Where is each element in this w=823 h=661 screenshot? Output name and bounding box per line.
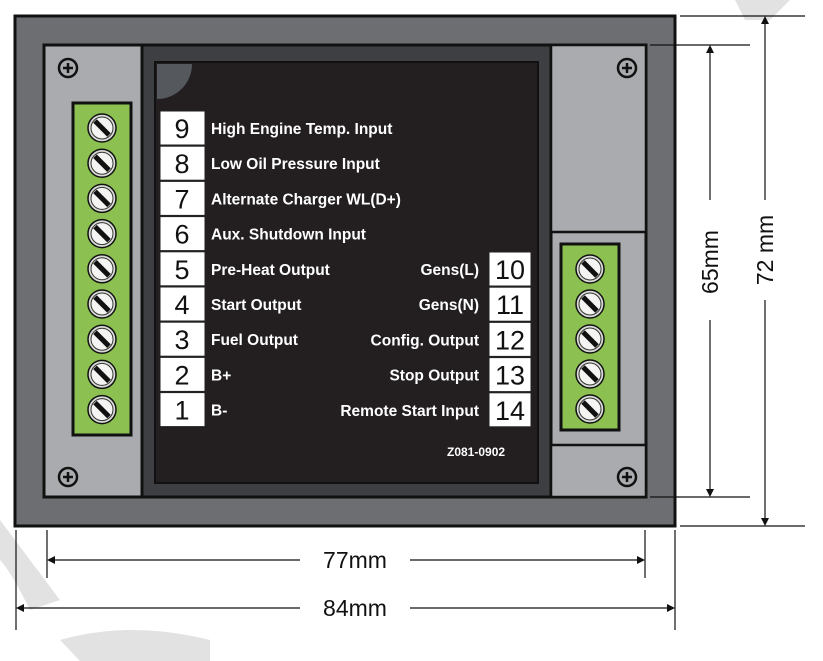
terminal-number: 3 <box>174 325 189 355</box>
terminal-label: Config. Output <box>371 332 479 349</box>
model-code: Z081-0902 <box>447 445 505 459</box>
display-screen <box>154 61 539 484</box>
terminal-label: Pre-Heat Output <box>211 262 330 279</box>
terminal-row-left: 8 Low Oil Pressure Input <box>159 145 380 181</box>
terminal-screw-icon <box>87 394 117 425</box>
terminal-label: Stop Output <box>389 368 479 385</box>
terminal-label: Aux. Shutdown Input <box>211 227 366 244</box>
terminal-row-left: 4 Start Output <box>159 286 301 322</box>
terminal-number-box <box>159 145 206 181</box>
terminal-number-box <box>488 357 532 393</box>
terminal-number: 5 <box>174 255 189 285</box>
terminal-row-left: 6 Aux. Shutdown Input <box>159 216 366 252</box>
terminal-row-left: 7 Alternate Charger WL(D+) <box>159 180 401 216</box>
terminal-screw-icon <box>575 359 605 389</box>
terminal-row-left: 2 B+ <box>159 356 231 392</box>
terminal-screw-icon <box>87 218 117 249</box>
terminal-row-left: 1 B- <box>159 392 227 428</box>
terminal-screw-icon <box>575 324 605 354</box>
terminal-label: Low Oil Pressure Input <box>211 156 380 173</box>
terminal-screw-icon <box>575 254 605 284</box>
dimension-lines <box>15 15 805 630</box>
terminal-label: Alternate Charger WL(D+) <box>211 191 401 208</box>
terminal-label: Gens(L) <box>420 262 479 279</box>
terminal-row-left: 5 Pre-Heat Output <box>159 251 330 287</box>
terminal-number-box <box>488 321 532 357</box>
terminal-number-box <box>488 286 532 322</box>
terminal-row-right: 11 Gens(N) <box>419 286 532 322</box>
terminal-number: 4 <box>174 290 189 320</box>
terminal-screw-icon <box>87 113 117 143</box>
terminal-row-left: 3 Fuel Output <box>159 321 298 357</box>
terminal-number: 14 <box>495 396 525 426</box>
terminal-screw-icon <box>87 359 117 390</box>
terminal-number-box <box>159 392 206 428</box>
watermark-shape <box>0 520 60 610</box>
terminal-number: 12 <box>495 325 525 355</box>
dim-inner-width: 77mm <box>323 547 387 573</box>
terminal-number: 9 <box>174 114 189 144</box>
terminal-screw-icon <box>575 394 605 424</box>
terminal-row-left: 9 High Engine Temp. Input <box>159 110 392 146</box>
terminal-label: B- <box>211 403 227 420</box>
terminal-row-right: 13 Stop Output <box>389 357 532 393</box>
dim-outer-height: 72 mm <box>752 215 778 285</box>
terminal-number: 11 <box>496 290 524 320</box>
terminal-screw-icon <box>87 324 117 354</box>
terminal-row-right: 10 Gens(L) <box>420 251 532 287</box>
mounting-screw-icon <box>616 57 638 79</box>
watermark-shape <box>735 0 790 20</box>
terminal-number-box <box>159 286 206 322</box>
terminal-label: High Engine Temp. Input <box>211 121 392 138</box>
terminal-screw-icon <box>87 289 117 319</box>
terminal-screw-icon <box>575 289 605 319</box>
terminal-number: 1 <box>174 396 189 426</box>
screen-corner <box>157 64 192 99</box>
mounting-screw-icon <box>57 57 79 79</box>
terminal-number-box <box>159 321 206 357</box>
terminal-number-box <box>488 392 532 428</box>
terminal-screw-icon <box>87 254 117 284</box>
terminal-screw-icon <box>87 183 117 214</box>
terminal-number-box <box>159 356 206 392</box>
right-upper-panel <box>549 43 648 234</box>
terminal-number: 13 <box>495 361 525 391</box>
terminal-number-box <box>159 110 206 146</box>
watermark-shape <box>60 630 210 661</box>
terminal-number-box <box>488 251 532 287</box>
terminal-number-box <box>159 216 206 252</box>
terminal-label: B+ <box>211 367 231 384</box>
terminal-row-right: 12 Config. Output <box>371 321 532 357</box>
mounting-screw-icon <box>616 466 638 488</box>
terminal-number: 2 <box>174 360 189 390</box>
right-lower-panel <box>549 443 648 499</box>
terminal-label: Start Output <box>211 297 301 314</box>
dim-outer-width: 84mm <box>323 595 387 621</box>
terminal-number: 8 <box>174 149 189 179</box>
dimension-arrows <box>16 16 769 612</box>
terminal-label: Fuel Output <box>211 332 298 349</box>
terminal-number: 6 <box>174 220 189 250</box>
terminal-screw-icon <box>87 148 117 178</box>
terminal-row-right: 14 Remote Start Input <box>340 392 532 428</box>
terminal-number-box <box>159 180 206 216</box>
terminal-number: 10 <box>495 255 525 285</box>
terminal-number-box <box>159 251 206 287</box>
terminal-label: Remote Start Input <box>340 403 479 420</box>
terminal-label: Gens(N) <box>419 297 479 314</box>
dim-inner-height: 65mm <box>697 230 723 294</box>
mounting-screw-icon <box>57 466 79 488</box>
terminal-number: 7 <box>174 184 189 214</box>
